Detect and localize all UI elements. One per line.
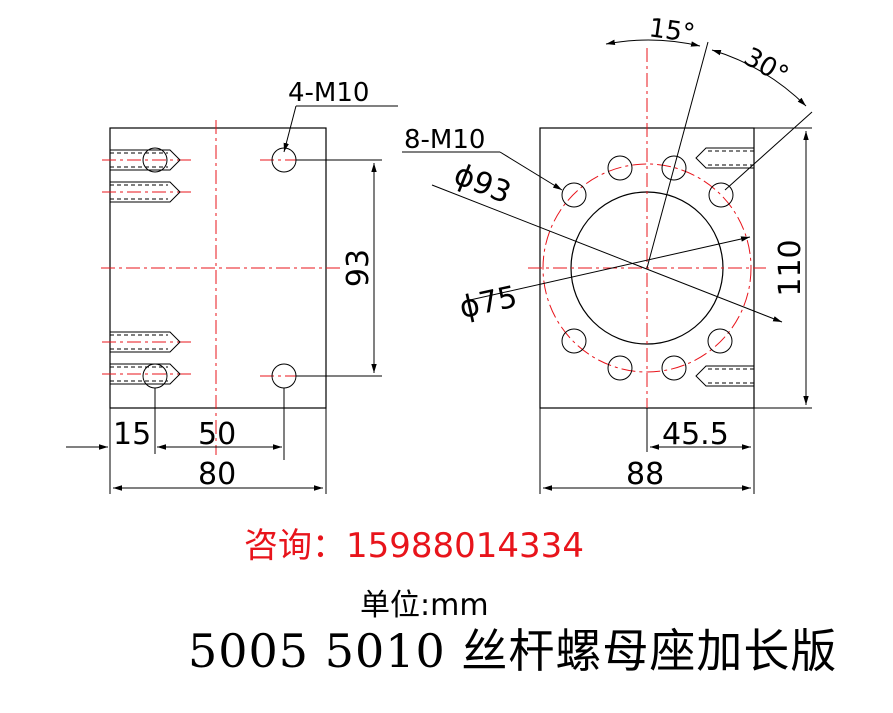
right-hole-5 bbox=[607, 355, 633, 381]
page-title: 5005 5010 丝杆螺母座加长版 bbox=[188, 624, 838, 678]
right-view: 8-M10 ϕ93 ϕ75 15° 30° 110 45.5 88 bbox=[402, 13, 813, 494]
left-spacing-label: 50 bbox=[198, 417, 236, 452]
left-height-dimension bbox=[296, 159, 382, 377]
right-hole-6 bbox=[561, 328, 587, 354]
right-hole-7 bbox=[561, 182, 587, 208]
left-height-label: 93 bbox=[341, 249, 376, 287]
right-hole-2 bbox=[708, 182, 734, 208]
right-height-label: 110 bbox=[773, 239, 808, 296]
pcd-label: ϕ93 bbox=[449, 157, 516, 211]
right-bottom-dimensions bbox=[539, 408, 755, 494]
left-bottom-dimensions bbox=[66, 388, 327, 494]
right-height-dimension bbox=[754, 127, 812, 409]
right-hole-3 bbox=[707, 328, 733, 354]
left-hole-callout-text: 4-M10 bbox=[288, 78, 369, 108]
right-angle-dimensions bbox=[605, 39, 813, 269]
pitch-circle bbox=[542, 163, 752, 373]
angle-2-label: 30° bbox=[739, 42, 794, 91]
right-hole-4 bbox=[661, 355, 687, 381]
right-offset-label: 45.5 bbox=[662, 417, 729, 452]
angle-1-label: 15° bbox=[647, 13, 697, 49]
right-hole-1 bbox=[661, 155, 687, 181]
right-view-centerlines bbox=[528, 48, 766, 420]
right-holes bbox=[561, 147, 754, 387]
left-hole-callout bbox=[283, 105, 398, 153]
unit-label: 单位:mm bbox=[360, 588, 489, 623]
right-width-label: 88 bbox=[626, 457, 664, 492]
left-width-label: 80 bbox=[198, 457, 236, 492]
contact-phone: 咨询：15988014334 bbox=[244, 526, 584, 566]
right-hole-callout-text: 8-M10 bbox=[404, 125, 485, 155]
left-offset-label: 15 bbox=[113, 417, 151, 452]
left-threaded-holes bbox=[110, 147, 297, 389]
left-view: 4-M10 93 15 50 80 bbox=[66, 78, 398, 494]
left-hole-top-left bbox=[142, 147, 168, 173]
bore-label: ϕ75 bbox=[456, 280, 520, 326]
right-diameter-leaders bbox=[402, 151, 783, 323]
right-hole-8 bbox=[607, 155, 633, 181]
